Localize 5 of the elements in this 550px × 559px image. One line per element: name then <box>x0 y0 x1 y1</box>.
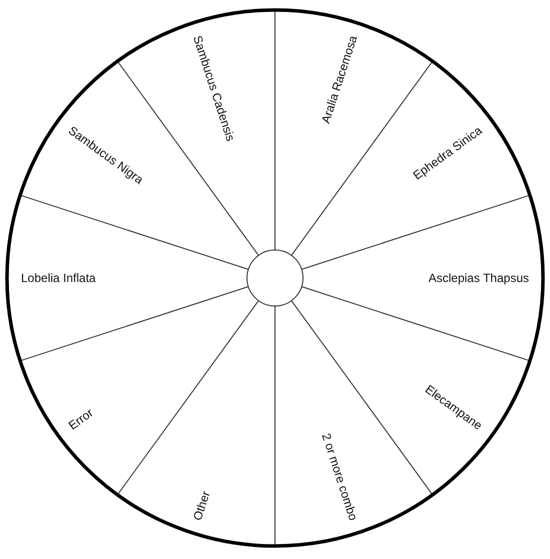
sector-label: Error <box>65 406 96 433</box>
sector-label: 2 or more combo <box>318 431 360 522</box>
sector-label: Asclepias Thapsus <box>428 271 529 285</box>
sector-label: Lobelia Inflata <box>21 271 96 285</box>
sector-label: Other <box>190 488 212 522</box>
